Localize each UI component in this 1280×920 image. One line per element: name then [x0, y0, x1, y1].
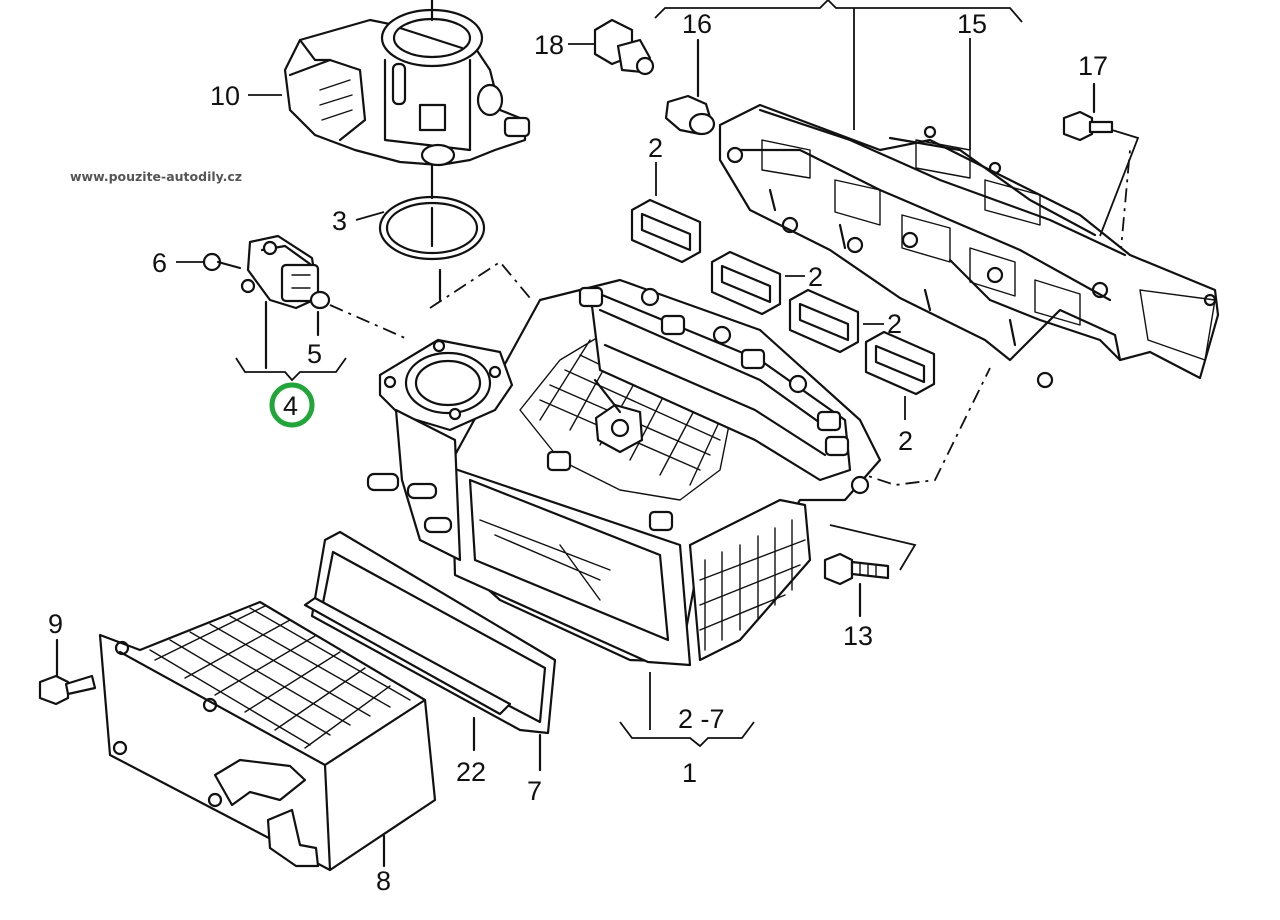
label-part-9: 9 — [48, 609, 63, 639]
highlight-ring — [269, 382, 315, 428]
part-number-labels: 10 3 6 5 18 16 15 17 2 2 2 2 13 9 22 7 8… — [48, 9, 1108, 896]
label-part-5: 5 — [307, 339, 322, 369]
intercooler-gasket-part — [310, 530, 557, 735]
label-part-13: 13 — [843, 621, 873, 651]
label-part-2-c: 2 — [887, 309, 902, 339]
bolt-9-part — [38, 638, 97, 706]
pressure-switch-part — [593, 18, 655, 76]
label-part-1: 1 — [682, 758, 697, 788]
temperature-sender-part — [664, 38, 716, 136]
label-part-16: 16 — [682, 9, 712, 39]
runner-gaskets-part — [630, 198, 936, 396]
watermark-text: www.pouzite-autodily.cz — [70, 169, 242, 184]
label-part-8: 8 — [376, 866, 391, 896]
bolt-13-part — [823, 524, 917, 618]
label-part-2-d: 2 — [898, 426, 913, 456]
label-part-15: 15 — [957, 9, 987, 39]
label-part-2-b: 2 — [808, 262, 823, 292]
label-part-10: 10 — [210, 81, 240, 111]
seal-strip-part — [303, 596, 542, 772]
callout-lines — [176, 0, 1140, 748]
label-part-2-a: 2 — [648, 133, 663, 163]
label-part-22: 22 — [456, 757, 486, 787]
intercooler-part — [98, 600, 437, 872]
label-part-7: 7 — [527, 776, 542, 806]
label-part-6: 6 — [152, 248, 167, 278]
highlighted-part-4-marker: 4 — [269, 382, 315, 428]
label-part-18: 18 — [534, 30, 564, 60]
o-ring-part — [378, 195, 486, 302]
throttle-body-part — [283, 0, 531, 200]
map-sensor-part — [202, 234, 347, 382]
label-part-2-7: 2 -7 — [678, 704, 725, 734]
heat-shield-part — [718, 103, 1220, 389]
bolt-17-part — [1062, 82, 1114, 142]
label-part-4: 4 — [283, 391, 298, 421]
label-part-3: 3 — [332, 206, 347, 236]
intake-manifold-part — [366, 278, 882, 667]
label-part-17: 17 — [1078, 51, 1108, 81]
